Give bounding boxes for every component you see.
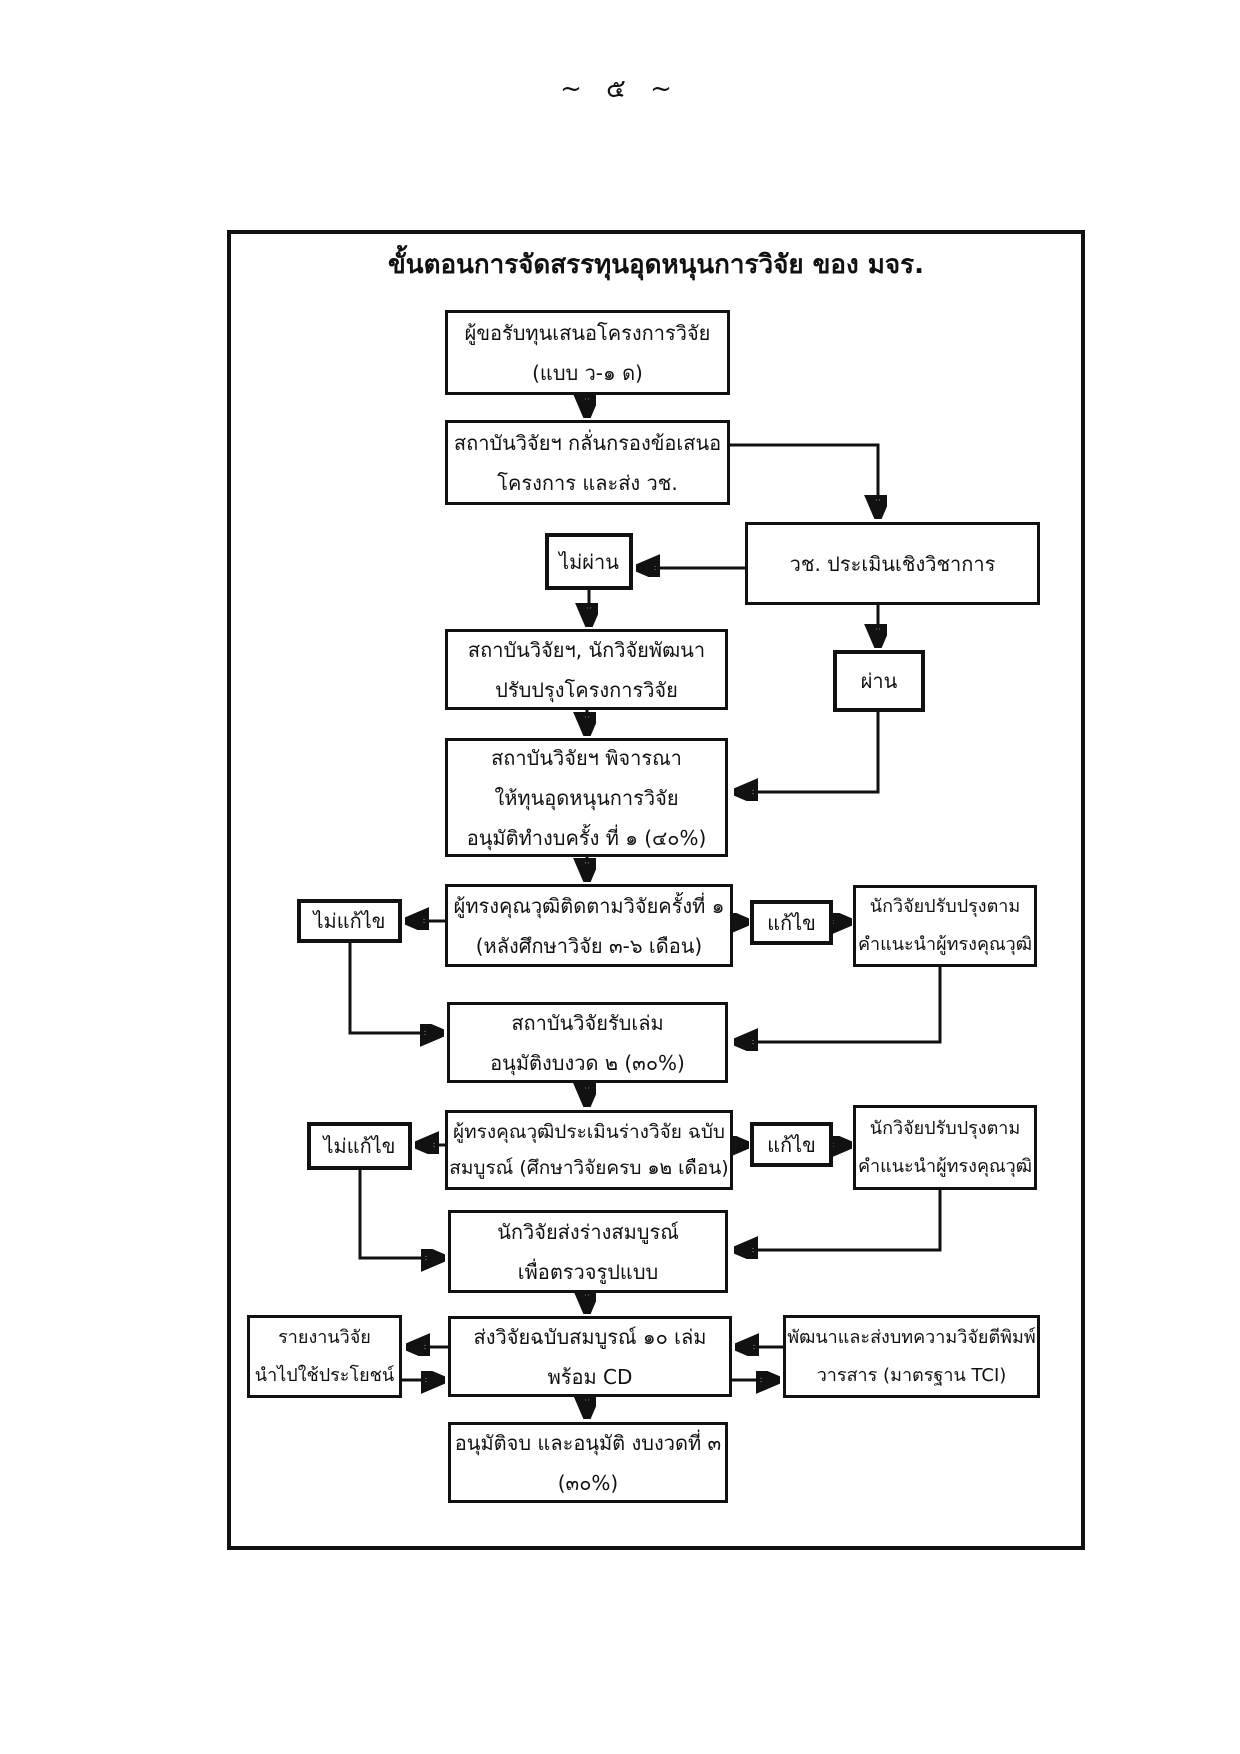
node-text-line: อนุมัติทำงบครั้ง ที่ ๑ (๔๐%) bbox=[466, 825, 707, 850]
node-expert-tracking-1: ผู้ทรงคุณวุฒิติดตามวิจัยครั้งที่ ๑ (หลัง… bbox=[445, 884, 733, 967]
node-publish-article: พัฒนาและส่งบทความวิจัยตีพิมพ์ วารสาร (มา… bbox=[783, 1315, 1040, 1398]
node-text-line: ไม่แก้ไข bbox=[323, 1134, 396, 1158]
node-text-line: เพื่อตรวจรูปแบบ bbox=[517, 1259, 659, 1284]
node-text-line: ให้ทุนอุดหนุนการวิจัย bbox=[494, 785, 679, 810]
node-text-line: แก้ไข bbox=[767, 1132, 816, 1157]
label-not-pass: ไม่ผ่าน bbox=[545, 533, 633, 590]
node-text-line: อนุมัติงบงวด ๒ (๓๐%) bbox=[490, 1050, 685, 1075]
node-text-line: รายงานวิจัย bbox=[278, 1326, 371, 1348]
node-send-final-copies: ส่งวิจัยฉบับสมบูรณ์ ๑๐ เล่ม พร้อม CD bbox=[448, 1316, 732, 1397]
label-edit-2: แก้ไข bbox=[750, 1122, 833, 1167]
node-text-line: (แบบ ว-๑ ด) bbox=[532, 360, 643, 385]
node-text-line: คำแนะนำผู้ทรงคุณวุฒิ bbox=[857, 934, 1033, 955]
node-submit-proposal: ผู้ขอรับทุนเสนอโครงการวิจัย (แบบ ว-๑ ด) bbox=[445, 310, 730, 395]
node-nrct-academic-review: วช. ประเมินเชิงวิชาการ bbox=[745, 522, 1040, 605]
node-text-line: ผู้ทรงคุณวุฒิติดตามวิจัยครั้งที่ ๑ bbox=[453, 893, 725, 918]
node-submit-complete-draft: นักวิจัยส่งร่างสมบูรณ์ เพื่อตรวจรูปแบบ bbox=[448, 1210, 728, 1293]
page-number: ~ ๕ ~ bbox=[560, 74, 680, 104]
node-text-line: ไม่ผ่าน bbox=[559, 549, 619, 574]
node-text-line: นักวิจัยส่งร่างสมบูรณ์ bbox=[497, 1219, 679, 1244]
node-text-line: อนุมัติจบ และอนุมัติ งบงวดที่ ๓ bbox=[454, 1430, 722, 1455]
node-improve-project: สถาบันวิจัยฯ, นักวิจัยพัฒนา ปรับปรุงโครง… bbox=[445, 629, 728, 710]
node-text-line: โครงการ และส่ง วช. bbox=[497, 470, 678, 495]
node-text-line: วารสาร (มาตรฐาน TCI) bbox=[816, 1364, 1007, 1386]
label-no-edit-1: ไม่แก้ไข bbox=[297, 899, 402, 943]
label-edit-1: แก้ไข bbox=[750, 900, 833, 945]
flowchart-title: ขั้นตอนการจัดสรรทุนอุดหนุนการวิจัย ของ ม… bbox=[388, 250, 924, 280]
node-grant-approval-installment1: สถาบันวิจัยฯ พิจารณา ให้ทุนอุดหนุนการวิจ… bbox=[445, 738, 728, 857]
node-expert-evaluate-draft: ผู้ทรงคุณวุฒิประเมินร่างวิจัย ฉบับ สมบูร… bbox=[445, 1110, 733, 1190]
node-text-line: ผ่าน bbox=[860, 669, 898, 693]
node-text-line: สถาบันวิจัยฯ พิจารณา bbox=[491, 745, 682, 770]
node-text-line: ไม่แก้ไข bbox=[313, 909, 386, 933]
node-text-line: ปรับปรุงโครงการวิจัย bbox=[495, 677, 678, 702]
node-text-line: สถาบันวิจัยรับเล่ม bbox=[511, 1010, 664, 1035]
node-text-line: วช. ประเมินเชิงวิชาการ bbox=[789, 551, 996, 576]
label-pass: ผ่าน bbox=[833, 650, 925, 712]
node-text-line: สมบูรณ์ (ศึกษาวิจัยครบ ๑๒ เดือน) bbox=[449, 1157, 729, 1179]
node-text-line: พร้อม CD bbox=[547, 1364, 633, 1389]
node-researcher-revise-2: นักวิจัยปรับปรุงตาม คำแนะนำผู้ทรงคุณวุฒิ bbox=[853, 1105, 1037, 1190]
node-text-line: ผู้ขอรับทุนเสนอโครงการวิจัย bbox=[464, 320, 711, 345]
node-institute-screening: สถาบันวิจัยฯ กลั่นกรองข้อเสนอ โครงการ แล… bbox=[445, 420, 730, 505]
node-researcher-revise-1: นักวิจัยปรับปรุงตาม คำแนะนำผู้ทรงคุณวุฒิ bbox=[853, 885, 1037, 967]
node-text-line: ส่งวิจัยฉบับสมบูรณ์ ๑๐ เล่ม bbox=[473, 1324, 707, 1349]
node-text-line: ผู้ทรงคุณวุฒิประเมินร่างวิจัย ฉบับ bbox=[453, 1121, 725, 1143]
node-text-line: (๓๐%) bbox=[557, 1470, 619, 1495]
node-institute-receive-installment2: สถาบันวิจัยรับเล่ม อนุมัติงบงวด ๒ (๓๐%) bbox=[447, 1002, 728, 1083]
node-text-line: สถาบันวิจัยฯ กลั่นกรองข้อเสนอ bbox=[453, 430, 722, 455]
node-text-line: (หลังศึกษาวิจัย ๓-๖ เดือน) bbox=[475, 933, 703, 958]
node-text-line: นักวิจัยปรับปรุงตาม bbox=[869, 1117, 1021, 1139]
node-approve-final-installment3: อนุมัติจบ และอนุมัติ งบงวดที่ ๓ (๓๐%) bbox=[448, 1422, 728, 1503]
node-text-line: สถาบันวิจัยฯ, นักวิจัยพัฒนา bbox=[467, 637, 706, 662]
node-text-line: พัฒนาและส่งบทความวิจัยตีพิมพ์ bbox=[787, 1326, 1036, 1348]
node-text-line: นำไปใช้ประโยชน์ bbox=[254, 1364, 395, 1386]
node-text-line: คำแนะนำผู้ทรงคุณวุฒิ bbox=[857, 1155, 1033, 1177]
label-no-edit-2: ไม่แก้ไข bbox=[307, 1122, 412, 1170]
node-text-line: นักวิจัยปรับปรุงตาม bbox=[869, 896, 1021, 917]
flowchart-frame bbox=[227, 230, 1085, 1550]
node-report-utilization: รายงานวิจัย นำไปใช้ประโยชน์ bbox=[247, 1315, 402, 1398]
node-text-line: แก้ไข bbox=[767, 910, 816, 935]
